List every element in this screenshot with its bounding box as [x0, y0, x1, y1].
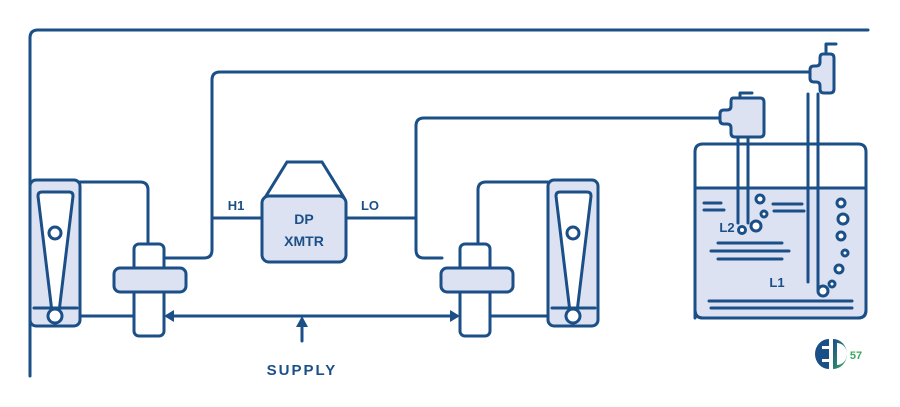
high-side-line: [162, 70, 814, 260]
short-bubbler-tube: [718, 91, 769, 235]
left-purge-tee: [112, 242, 188, 338]
level-label-l1: L1: [769, 275, 784, 290]
right-rotameter: [546, 178, 600, 328]
supply-label: SUPPLY: [267, 362, 338, 379]
outer-frame-pipe: [28, 28, 870, 378]
logo: 57: [815, 339, 862, 369]
transmitter-label-line1: DP: [294, 211, 313, 227]
right-rotameter-top-line: [476, 180, 550, 246]
left-rotameter-top-line: [78, 180, 150, 246]
logo-number: 57: [850, 350, 862, 362]
supply-arrow-right: [450, 310, 460, 322]
right-purge-tee: [439, 242, 515, 338]
supply-arrow-left: [164, 310, 174, 322]
dp-transmitter: [260, 160, 348, 264]
tank: [693, 142, 868, 320]
long-bubbler-tube: [806, 42, 850, 298]
left-rotameter: [28, 178, 82, 328]
high-side-label: H1: [228, 198, 245, 213]
supply-arrow-up: [296, 316, 308, 327]
low-side-line: [414, 116, 724, 260]
level-label-l2: L2: [719, 220, 734, 235]
low-side-label: LO: [361, 198, 379, 213]
transmitter-label-line2: XMTR: [284, 233, 324, 249]
